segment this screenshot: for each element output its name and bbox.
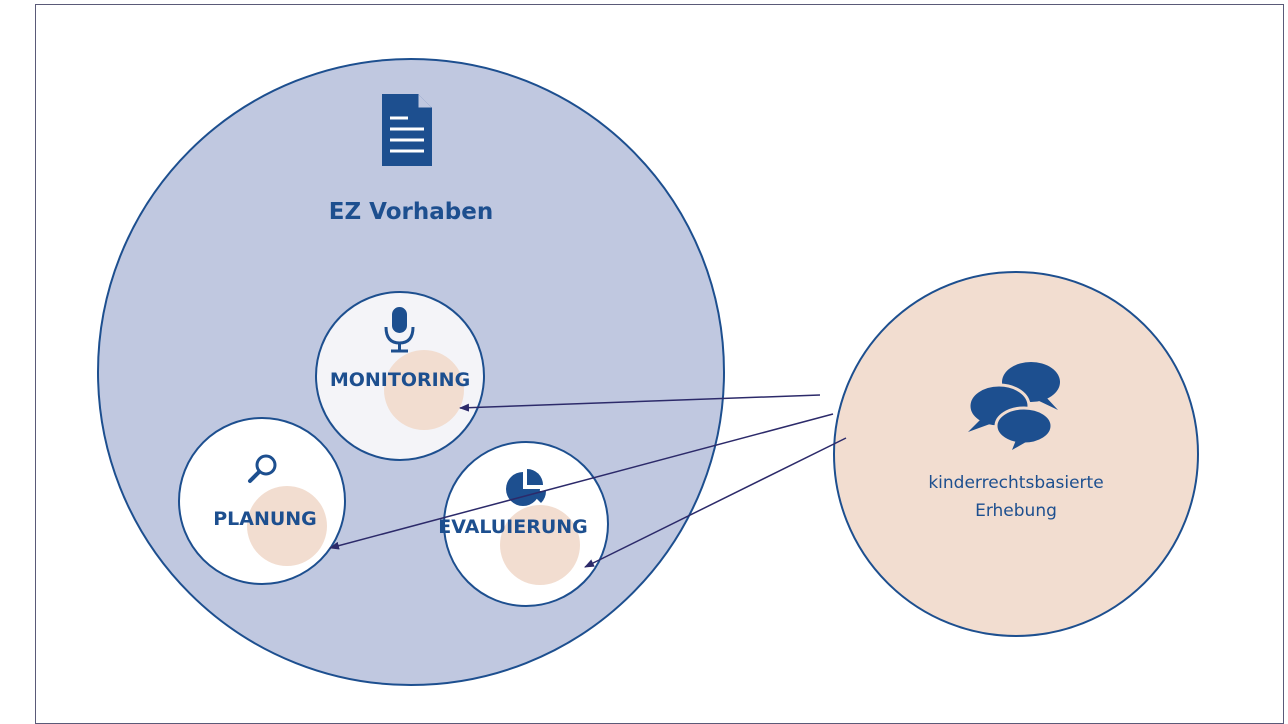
arrow-to-monitoring — [459, 394, 821, 412]
survey-circle — [833, 271, 1199, 637]
evaluierung-label: EVALUIERUNG — [438, 516, 588, 538]
survey-label: kinderrechtsbasierte Erhebung — [928, 469, 1103, 525]
magnifier-icon — [248, 454, 277, 483]
project-title: EZ Vorhaben — [328, 199, 494, 225]
survey-label-line1: kinderrechtsbasierte — [928, 473, 1104, 493]
planung-label: PLANUNG — [213, 508, 317, 530]
monitoring-accent — [384, 350, 464, 430]
survey-label-line2: Erhebung — [975, 501, 1057, 521]
document-icon — [382, 94, 432, 166]
planung-accent — [247, 486, 327, 566]
speech-bubbles-icon — [967, 362, 1060, 450]
arrow-to-planung — [329, 413, 834, 550]
monitoring-label: MONITORING — [329, 369, 471, 391]
evaluierung-accent — [500, 505, 580, 585]
arrow-to-evaluierung — [584, 437, 847, 568]
microphone-icon — [384, 307, 415, 353]
